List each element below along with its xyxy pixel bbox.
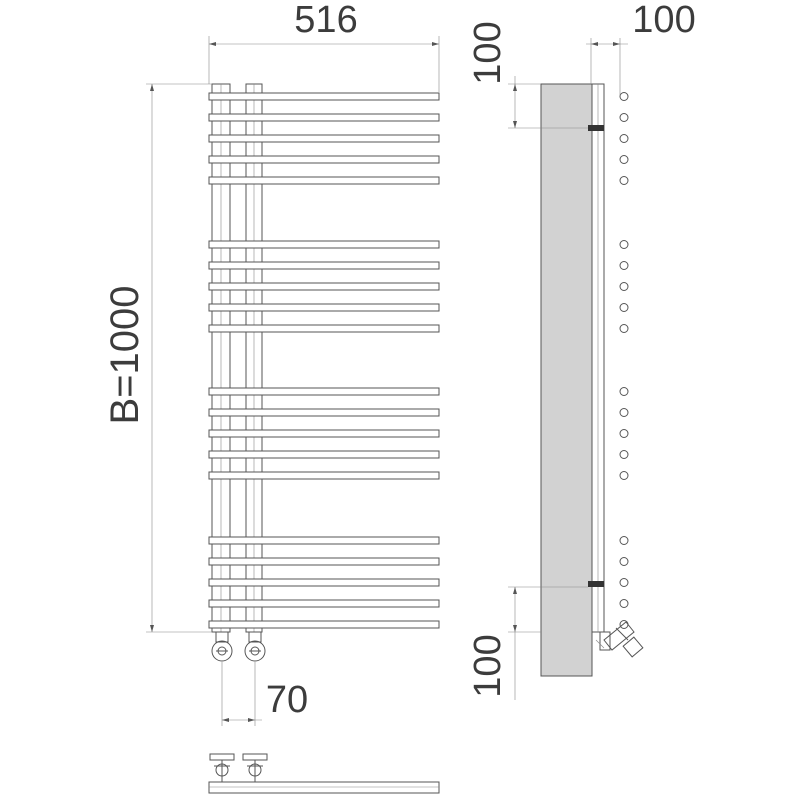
width-label: 516: [294, 0, 357, 41]
rail-19: [208, 599, 440, 608]
height-label: B=1000: [103, 285, 147, 424]
valve-left: [211, 631, 233, 662]
bracket-bottom: [588, 581, 604, 587]
top-offset-dimension: 100: [467, 21, 588, 129]
front-view: 516 B=1000 70: [103, 0, 440, 726]
rail-end-16: [619, 536, 629, 545]
side-panel: [540, 83, 593, 677]
rail-end-15: [619, 471, 629, 480]
side-valve: [595, 621, 644, 658]
rail-14: [208, 450, 440, 459]
horizontal-rails: [208, 92, 440, 629]
rail-4: [208, 155, 440, 164]
rail-end-8: [619, 282, 629, 291]
rail-8: [208, 282, 440, 291]
rail-18: [208, 578, 440, 587]
spacing-label: 70: [266, 679, 308, 721]
rail-15: [208, 471, 440, 480]
rail-end-7: [619, 261, 629, 270]
rail-5: [208, 176, 440, 185]
rail-17: [208, 557, 440, 566]
bottom-offset-label: 100: [467, 634, 509, 697]
bracket-top: [588, 125, 604, 131]
rail-11: [208, 387, 440, 396]
rail-20: [208, 620, 440, 629]
top-offset-label: 100: [467, 21, 509, 84]
rail-12: [208, 408, 440, 417]
rail-13: [208, 429, 440, 438]
rail-end-4: [619, 155, 629, 164]
rail-end-20: [619, 620, 629, 629]
depth-label: 100: [632, 0, 695, 41]
rail-10: [208, 324, 440, 333]
rail-end-9: [619, 303, 629, 312]
rail-3: [208, 134, 440, 143]
top-view-valve-right: [242, 753, 268, 782]
width-dimension: 516: [208, 0, 440, 92]
rail-end-19: [619, 599, 629, 608]
rail-end-13: [619, 429, 629, 438]
rail-1: [208, 92, 440, 101]
rail-end-11: [619, 387, 629, 396]
rail-end-14: [619, 450, 629, 459]
rail-16: [208, 536, 440, 545]
rail-end-17: [619, 557, 629, 566]
top-view-valve-left: [209, 753, 235, 782]
rail-end-12: [619, 408, 629, 417]
rail-end-3: [619, 134, 629, 143]
rail-end-6: [619, 240, 629, 249]
rail-ends: [619, 92, 629, 629]
rail-9: [208, 303, 440, 312]
rail-7: [208, 261, 440, 270]
valve-right: [244, 631, 266, 662]
rail-end-2: [619, 113, 629, 122]
bottom-offset-dimension: 100: [467, 586, 588, 700]
rail-6: [208, 240, 440, 249]
rail-end-10: [619, 324, 629, 333]
height-dimension: B=1000: [103, 83, 212, 633]
vertical-collectors: [211, 83, 263, 633]
rail-2: [208, 113, 440, 122]
rail-end-18: [619, 578, 629, 587]
side-view: 100 100 100: [467, 0, 696, 700]
rail-end-5: [619, 176, 629, 185]
spacing-dimension: 70: [221, 662, 308, 726]
rail-end-1: [619, 92, 629, 101]
depth-dimension: 100: [586, 0, 696, 96]
top-view: [208, 753, 440, 794]
